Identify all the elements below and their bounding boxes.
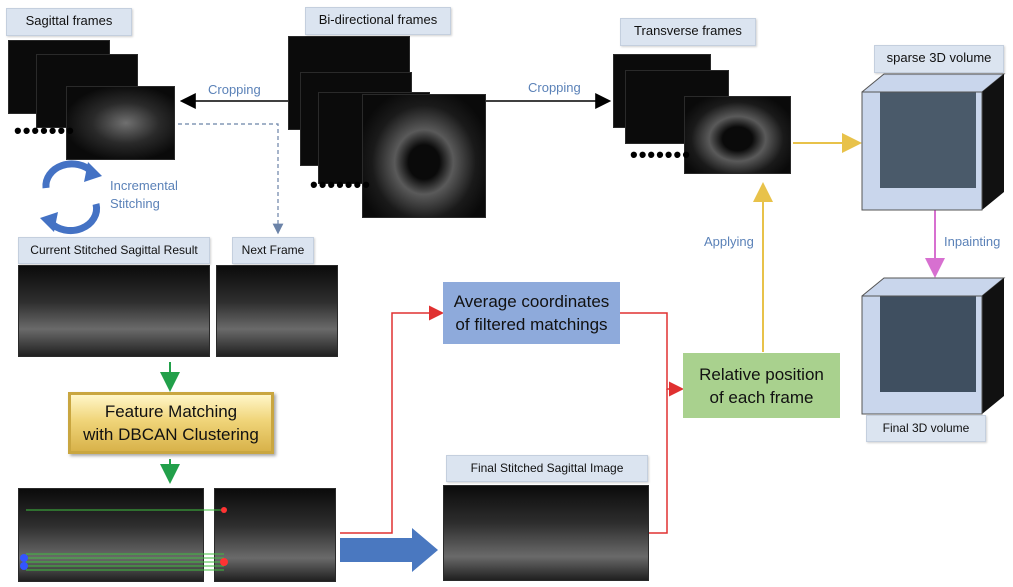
- incremental-label: Incremental: [110, 178, 178, 193]
- label-sagittal-frames: Sagittal frames: [6, 8, 132, 36]
- red-arrow-to-relative: [620, 312, 684, 397]
- bidir-ellipsis: •••••••: [310, 172, 371, 197]
- inpainting-label: Inpainting: [944, 234, 1001, 249]
- feature-matching-line2: with DBCAN Clustering: [83, 425, 259, 444]
- average-coordinates-line2: of filtered matchings: [455, 315, 608, 334]
- red-arrow-to-average: [340, 305, 444, 534]
- relative-position-line1: Relative position: [699, 364, 824, 384]
- cropping-right-label: Cropping: [528, 80, 581, 95]
- match-lines: [20, 507, 228, 571]
- transverse-frame-3: [684, 96, 791, 174]
- sagittal-frame-3: [66, 86, 175, 160]
- bidir-frame-4: [362, 94, 486, 218]
- big-blue-arrow: [340, 528, 438, 572]
- label-bidirectional-frames: Bi-directional frames: [305, 7, 451, 35]
- sagittal-ellipsis: •••••••: [14, 118, 75, 143]
- final-volume-cube: [861, 277, 1006, 415]
- feature-matching-box: Feature Matching with DBCAN Clustering: [68, 392, 274, 454]
- red-line-final: [647, 389, 668, 534]
- label-current-stitched: Current Stitched Sagittal Result: [18, 237, 210, 264]
- label-final-volume: Final 3D volume: [866, 415, 986, 442]
- label-final-stitched: Final Stitched Sagittal Image: [446, 455, 648, 482]
- label-next-frame: Next Frame: [232, 237, 314, 264]
- label-transverse-frames: Transverse frames: [620, 18, 756, 46]
- average-coordinates-line1: Average coordinates: [453, 292, 610, 311]
- label-sparse-volume: sparse 3D volume: [874, 45, 1004, 73]
- incremental-stitching-icon: [40, 160, 102, 235]
- applying-label: Applying: [704, 234, 754, 249]
- sparse-volume-cube: [861, 73, 1006, 211]
- matching-right-image: [214, 488, 336, 582]
- relative-position-box: Relative position of each frame: [683, 353, 840, 418]
- cropping-left-label: Cropping: [208, 82, 261, 97]
- stitching-label: Stitching: [110, 196, 160, 211]
- relative-position-line2: of each frame: [709, 387, 814, 407]
- next-frame-dashed-arrow: [178, 123, 284, 235]
- transverse-ellipsis: •••••••: [630, 142, 691, 167]
- feature-matching-line1: Feature Matching: [104, 402, 238, 421]
- final-stitched-image: [443, 485, 649, 581]
- average-coordinates-box: Average coordinates of filtered matching…: [443, 282, 620, 344]
- next-frame-image: [216, 265, 338, 357]
- current-stitched-image: [18, 265, 210, 357]
